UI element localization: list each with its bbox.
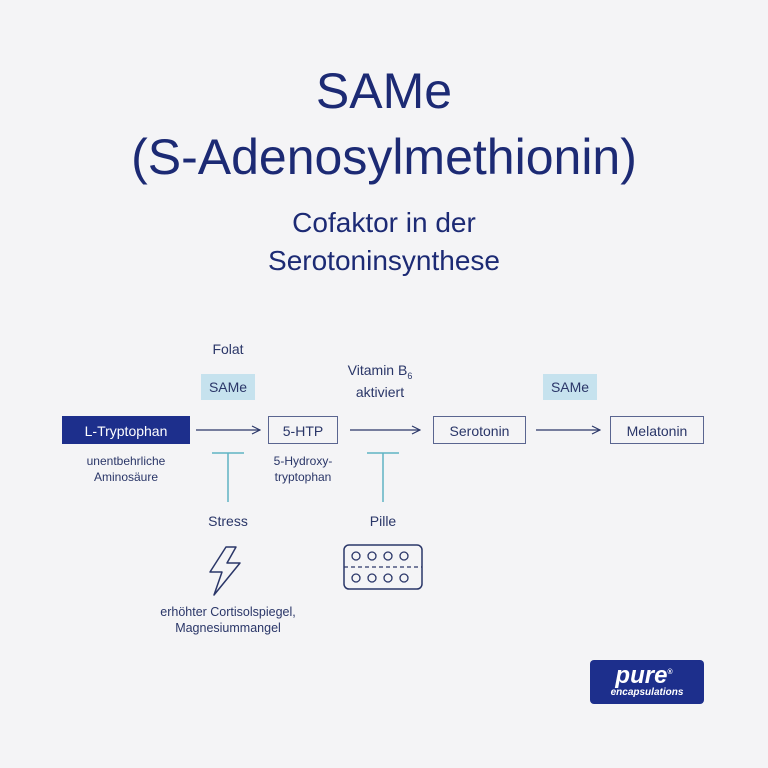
cofactor-same-1: SAMe (201, 374, 255, 400)
note-htp-line-1: 5-Hydroxy- (273, 454, 333, 468)
subtitle-line-1: Cofaktor in der (292, 207, 476, 238)
pill-inhibitor-line (367, 452, 399, 502)
stress-note-line-2: Magnesiummangel (175, 621, 281, 635)
note-tryptophan-line-2: Aminosäure (93, 470, 159, 484)
node-l-tryptophan: L-Tryptophan (62, 416, 190, 444)
title-line-1: SAMe (315, 63, 453, 119)
cofactor-same-2: SAMe (543, 374, 597, 400)
note-tryptophan-line-1: unentbehrliche (86, 454, 166, 468)
stress-inhibitor-line (212, 452, 244, 502)
node-serotonin: Serotonin (433, 416, 526, 444)
node-5-htp: 5-HTP (268, 416, 338, 444)
title-line-2: (S-Adenosylmethionin) (131, 129, 637, 185)
note-tryptophan: unentbehrliche Aminosäure (62, 453, 190, 485)
logo-wordmark: pure® (615, 662, 673, 689)
vitamin-b6-subscript: 6 (407, 370, 413, 381)
node-melatonin: Melatonin (610, 416, 704, 444)
inhibitor-pill: Pille (369, 513, 397, 529)
cofactor-vitamin-b6: Vitamin B6 (330, 362, 430, 381)
stress-note-line-1: erhöhter Cortisolspiegel, (160, 605, 296, 619)
logo-subline: encapsulations (610, 687, 684, 698)
note-5-htp: 5-Hydroxy- tryptophan (258, 453, 348, 485)
cofactor-vitamin-b6-activated: aktiviert (355, 384, 405, 400)
subtitle-line-2: Serotoninsynthese (268, 245, 500, 276)
cofactor-folat: Folat (212, 341, 244, 357)
note-htp-line-2: tryptophan (274, 470, 332, 484)
stress-note: erhöhter Cortisolspiegel, Magnesiummange… (128, 604, 328, 636)
inhibitor-stress: Stress (208, 513, 248, 529)
vitamin-b6-label: Vitamin B (347, 362, 408, 378)
pure-encapsulations-logo: pure® encapsulations (590, 660, 704, 704)
pill-blister-icon (343, 544, 423, 590)
lightning-icon (209, 546, 241, 596)
